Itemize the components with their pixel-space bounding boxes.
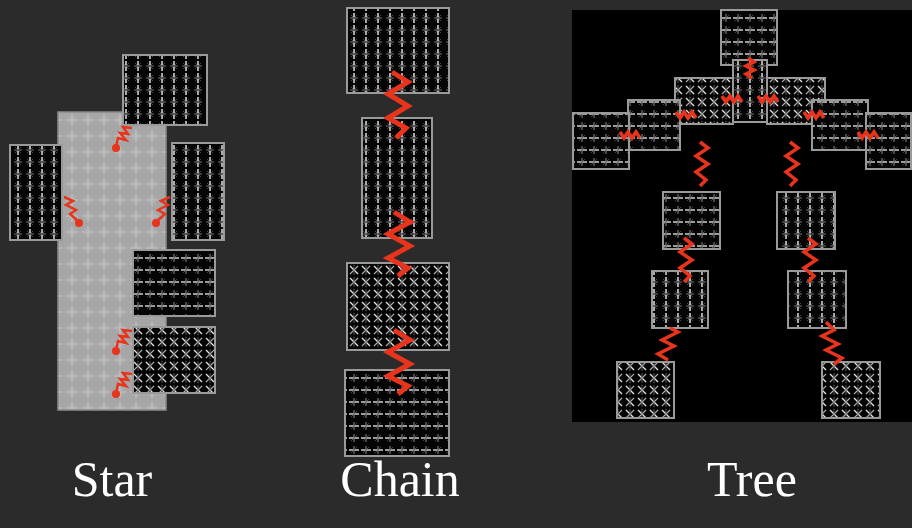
model-caption: Star — [72, 452, 153, 507]
spring — [116, 127, 132, 147]
anchor-dot — [112, 347, 120, 355]
spring — [804, 112, 824, 118]
part-filter — [573, 113, 629, 169]
part-filter — [812, 100, 868, 150]
spring — [64, 197, 79, 222]
spring — [116, 330, 132, 350]
spring-group — [64, 127, 170, 393]
spring — [676, 112, 696, 118]
model-caption: Chain — [340, 452, 459, 507]
spring — [388, 72, 408, 138]
spring — [804, 238, 816, 282]
part-filter — [347, 8, 449, 93]
part-filter — [617, 362, 674, 418]
part-filter — [123, 55, 207, 125]
part-filter — [822, 362, 880, 418]
spring — [658, 328, 678, 360]
anchor-dot — [112, 390, 120, 398]
spring — [156, 197, 170, 222]
anchor-dot — [152, 219, 160, 227]
spring — [858, 132, 878, 138]
part-filter — [777, 192, 835, 249]
spring — [696, 142, 708, 186]
spring-group — [620, 58, 878, 364]
chain-model — [345, 8, 449, 456]
spring — [620, 132, 640, 138]
part-filter — [10, 145, 62, 240]
part-filter — [788, 271, 846, 328]
spring — [786, 142, 798, 186]
part-filter — [133, 327, 215, 393]
spring — [758, 96, 778, 102]
star-model — [10, 55, 224, 410]
spring — [746, 58, 754, 78]
part-filter — [628, 100, 680, 150]
part-filter — [663, 192, 720, 249]
spring — [388, 212, 410, 276]
part-filter — [133, 250, 215, 316]
spring — [822, 322, 842, 364]
anchor-dot — [112, 144, 120, 152]
spring-group — [388, 72, 410, 394]
spring — [116, 373, 132, 393]
spring — [388, 330, 410, 394]
anchor-dots — [75, 144, 160, 398]
model-caption: Tree — [707, 452, 797, 507]
panel-background — [572, 10, 912, 422]
part-filter — [652, 271, 708, 328]
part-filter — [172, 143, 224, 240]
anchor-dot — [75, 219, 83, 227]
part-filter — [347, 263, 449, 350]
tree-model — [572, 10, 912, 422]
spring — [722, 96, 742, 102]
spring — [680, 238, 692, 282]
part-filter — [866, 113, 911, 169]
